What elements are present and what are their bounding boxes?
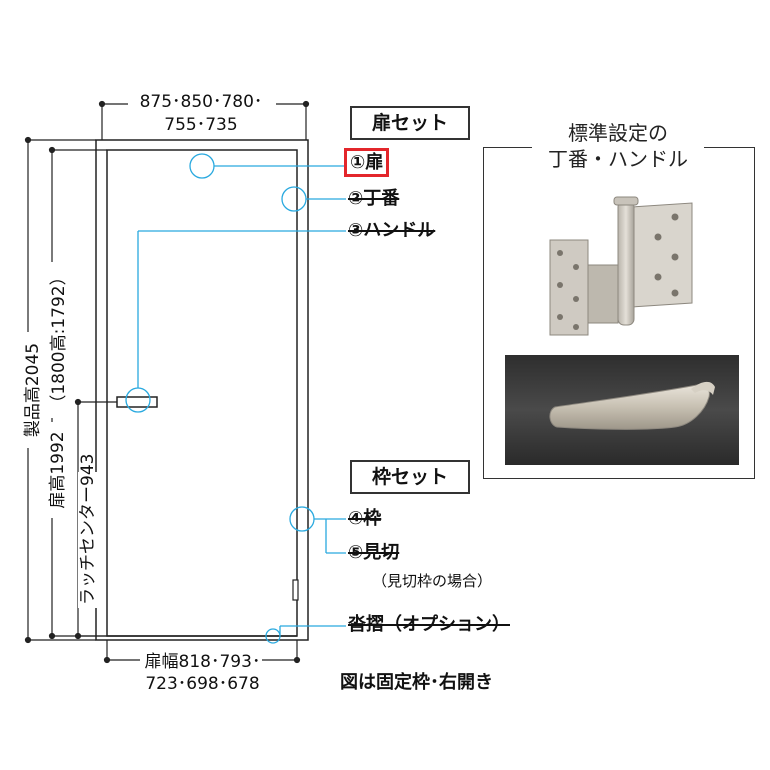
part-door: ①扉 — [344, 148, 390, 177]
part-frame: ④枠 — [348, 508, 382, 529]
bottom-width-line2: 723･698･678 — [145, 674, 260, 694]
part-door-wrap: ①扉 — [344, 148, 390, 177]
mikiri-note: （見切枠の場合） — [372, 572, 493, 590]
door-height-label: 扉高1992 — [48, 422, 68, 518]
hinge-image — [549, 196, 693, 336]
latch-plate — [292, 579, 299, 601]
door-handle — [116, 396, 158, 408]
door-set-label: 扉セット — [350, 106, 470, 140]
callout-leaders — [125, 153, 346, 644]
part-doorstop: 沓摺（オプション） — [348, 614, 510, 635]
panel-title-line2: 丁番・ハンドル — [532, 146, 704, 172]
panel-title-line1: 標準設定の — [528, 120, 708, 146]
product-height-label: 製品高2045 — [23, 332, 43, 448]
height-1800-label: （1800高:1792） — [49, 262, 69, 418]
part-hinge: ②丁番 — [348, 188, 400, 209]
handle-image — [505, 355, 739, 465]
top-width-line1: 875･850･780･ — [139, 92, 263, 112]
bottom-width-line1: 扉幅818･793･ — [144, 652, 261, 672]
latch-center-label: ラッチセンター943 — [78, 454, 98, 608]
top-width-line2: 755･735 — [164, 115, 238, 135]
bottom-width-dimension — [103, 640, 301, 664]
door-frame — [95, 139, 309, 641]
part-mikiri: ⑤見切 — [348, 542, 400, 563]
figure-caption: 図は固定枠･右開き — [340, 672, 493, 693]
frame-set-label: 枠セット — [350, 460, 470, 494]
top-width-dimension — [98, 100, 310, 140]
part-handle: ③ハンドル — [348, 220, 436, 241]
